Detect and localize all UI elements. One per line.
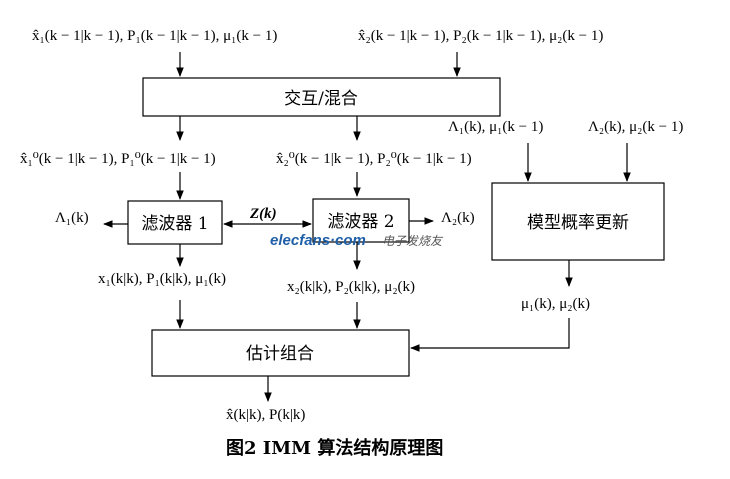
watermark-site: elecfans·com	[270, 232, 366, 249]
input-right-label: x̂₂(k − 1|k − 1), P₂(k − 1|k − 1), μ₂(k …	[358, 28, 603, 44]
watermark-name: 电子发烧友	[382, 234, 444, 248]
combine-box-label: 估计组合	[246, 344, 314, 364]
filter2-output-label: x₂(k|k), P₂(k|k), μ₂(k)	[287, 279, 415, 295]
figure-caption: 图2 IMM 算法结构原理图	[226, 437, 443, 459]
filter1-label: 滤波器 1	[141, 214, 208, 234]
input-left-label: x̂₁(k − 1|k − 1), P₁(k − 1|k − 1), μ₁(k …	[32, 28, 277, 44]
mixing-box	[142, 77, 501, 117]
likelihood-left-label: Λ₁(k), μ₁(k − 1)	[448, 119, 543, 135]
mixing-box-label: 交互/混合	[284, 89, 358, 109]
updated-probs-label: μ₁(k), μ₂(k)	[521, 296, 590, 312]
arrow-probs-to-combine	[410, 318, 570, 352]
filter2-box	[312, 198, 410, 243]
measurement-label: Z(k)	[249, 206, 277, 222]
update-box	[491, 182, 665, 261]
filter2-label: 滤波器 2	[327, 212, 394, 232]
lambda2-label: Λ₂(k)	[441, 210, 475, 226]
filter1-box	[127, 200, 223, 245]
filter1-output-label: x₁(k|k), P₁(k|k), μ₁(k)	[98, 271, 226, 287]
update-box-label: 模型概率更新	[527, 213, 629, 233]
lambda1-label: Λ₁(k)	[55, 210, 89, 226]
mixed-left-label: x̂₁⁰(k − 1|k − 1), P₁⁰(k − 1|k − 1)	[20, 151, 216, 167]
mixed-right-label: x̂₂⁰(k − 1|k − 1), P₂⁰(k − 1|k − 1)	[276, 151, 472, 167]
likelihood-right-label: Λ₂(k), μ₂(k − 1)	[588, 119, 683, 135]
final-output-label: x̂(k|k), P(k|k)	[226, 407, 305, 423]
combine-box	[151, 329, 410, 377]
